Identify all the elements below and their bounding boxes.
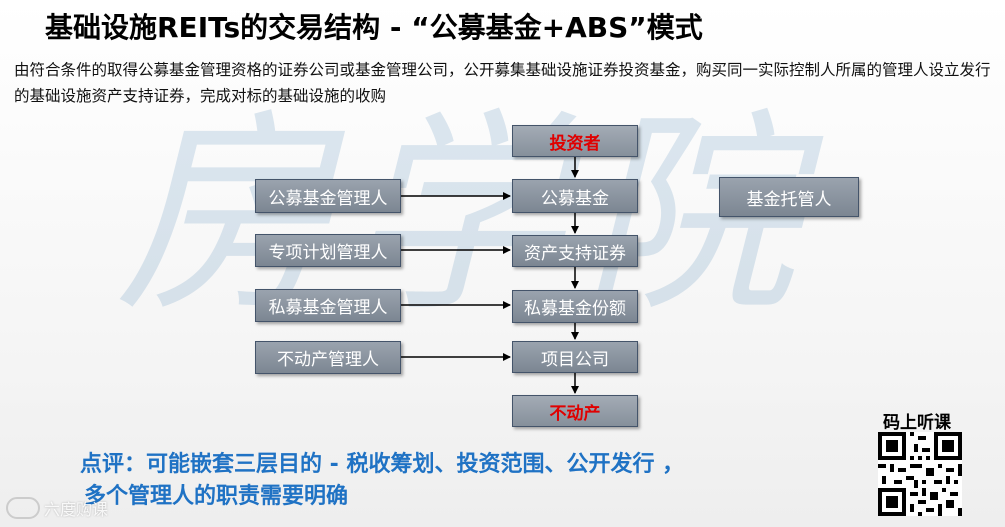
real-estate-box: 不动产 [512,395,638,427]
public-fund-box: 公募基金 [512,179,638,213]
special-plan-manager-box: 专项计划管理人 [255,234,401,267]
comment-text: 点评：可能嵌套三层目的 - 税收筹划、投资范围、公开发行 ， 多个管理人的职责需… [80,449,684,513]
qr-label: 码上听课 [883,413,951,433]
brand-logo: 六度购课 [6,496,108,520]
abs-box: 资产支持证券 [512,235,638,267]
public-fund-manager-box: 公募基金管理人 [255,179,401,213]
page-title: 基础设施REITs的交易结构 - “公募基金+ABS”模式 [45,11,703,44]
private-fund-manager-box: 私募基金管理人 [255,289,401,322]
real-estate-manager-box: 不动产管理人 [255,341,401,374]
project-company-box: 项目公司 [512,341,638,373]
qr-code-icon[interactable] [878,432,962,516]
comment-line-1: 点评：可能嵌套三层目的 - 税收筹划、投资范围、公开发行 ， [80,452,685,477]
investor-box: 投资者 [512,125,638,157]
six-degrees-logo-icon [6,497,40,519]
page-subtitle: 由符合条件的取得公募基金管理资格的证券公司或基金管理公司，公开募集基础设施证券投… [14,61,991,105]
brand-logo-text: 六度购课 [44,500,109,519]
comment-line-2: 多个管理人的职责需要明确 [84,484,349,509]
private-fund-share-box: 私募基金份额 [512,290,638,323]
custodian-box: 基金托管人 [719,177,859,217]
